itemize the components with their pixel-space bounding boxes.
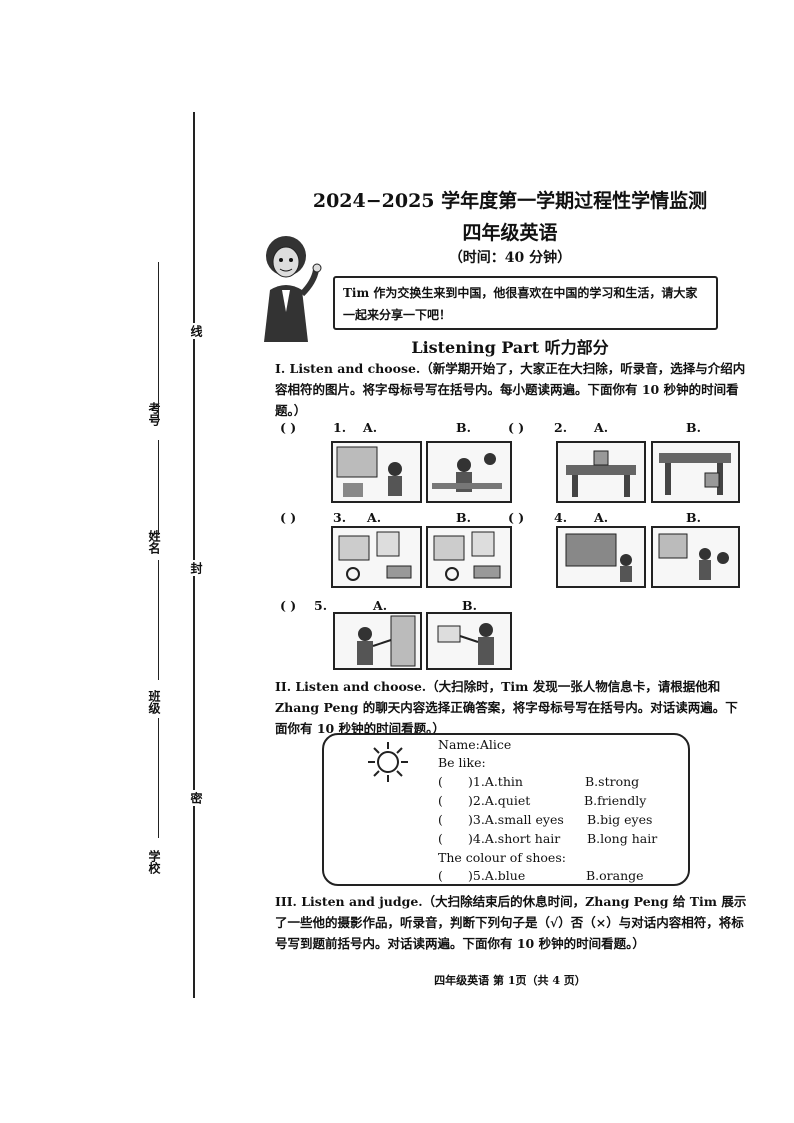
exam-no-label: 考号 <box>147 402 161 426</box>
q1-option-b-image[interactable] <box>426 441 512 503</box>
q2-option-b-image[interactable] <box>651 441 740 503</box>
q4-option-b-label: B. <box>686 510 701 525</box>
page-footer: 四年级英语 第 1页（共 4 页） <box>434 974 586 987</box>
card-item1-option-b: B.strong <box>585 774 640 789</box>
card-shoes-label: The colour of shoes: <box>438 850 566 865</box>
q3-number: 3. <box>333 510 347 525</box>
card-item4-paren[interactable]: ( <box>438 831 443 846</box>
card-item5-paren[interactable]: ( <box>438 868 443 883</box>
section1-instruction: I. Listen and choose.（新学期开始了，大家正在大扫除，听录音… <box>275 361 746 418</box>
card-item3-option-b: B.big eyes <box>587 812 653 827</box>
listening-part-title: Listening Part 听力部分 <box>411 338 609 357</box>
q5-option-a-image[interactable] <box>333 612 422 670</box>
name-field[interactable] <box>158 440 159 535</box>
teacher-illustration <box>264 236 322 342</box>
q4-answer-blank[interactable]: ( ) <box>508 510 525 525</box>
card-be-like: Be like: <box>438 755 486 770</box>
card-item4-option-a: )4.A.short hair <box>468 831 561 846</box>
q1-answer-blank[interactable]: ( ) <box>280 420 297 435</box>
q4-option-a-label: A. <box>594 510 609 525</box>
card-item2-option-b: B.friendly <box>584 793 647 808</box>
card-item4-option-b: B.long hair <box>587 831 658 846</box>
binding-char-line: 线 <box>188 323 205 339</box>
q3-option-b-label: B. <box>456 510 471 525</box>
school-field[interactable] <box>158 718 159 838</box>
card-item2-option-a: )2.A.quiet <box>468 793 531 808</box>
q2-option-a-image[interactable] <box>556 441 646 503</box>
card-item3-option-a: )3.A.small eyes <box>468 812 564 827</box>
q1-option-a-label: A. <box>363 420 378 435</box>
school-label: 学校 <box>147 850 161 874</box>
q3-option-a-image[interactable] <box>331 526 422 588</box>
section2-instruction: II. Listen and choose.（大扫除时，Tim 发现一张人物信息… <box>275 679 738 736</box>
card-item1-option-a: )1.A.thin <box>468 774 523 789</box>
q4-option-a-image[interactable] <box>556 526 646 588</box>
class-label: 班级 <box>147 690 161 714</box>
intro-speech-box: Tim 作为交换生来到中国，他很喜欢在中国的学习和生活，请大家一起来分享一下吧！ <box>333 276 718 330</box>
binding-line <box>193 112 195 998</box>
q2-option-b-label: B. <box>686 420 701 435</box>
page-subtitle: 四年级英语 <box>462 222 558 244</box>
card-item5-option-a: )5.A.blue <box>468 868 526 883</box>
q5-option-a-label: A. <box>373 598 388 613</box>
q5-option-b-label: B. <box>462 598 477 613</box>
binding-char-secret: 密 <box>188 790 205 806</box>
q2-option-a-label: A. <box>594 420 609 435</box>
q2-number: 2. <box>554 420 568 435</box>
section3-instruction: III. Listen and judge.（大扫除结束后的休息时间，Zhang… <box>275 894 747 951</box>
q3-option-b-image[interactable] <box>426 526 512 588</box>
q3-answer-blank[interactable]: ( ) <box>280 510 297 525</box>
q5-answer-blank[interactable]: ( ) <box>280 598 297 613</box>
sun-icon <box>368 742 408 782</box>
q4-number: 4. <box>554 510 568 525</box>
q1-number: 1. <box>333 420 347 435</box>
info-card <box>322 733 690 886</box>
card-item1-paren[interactable]: ( <box>438 774 443 789</box>
card-item3-paren[interactable]: ( <box>438 812 443 827</box>
q2-answer-blank[interactable]: ( ) <box>508 420 525 435</box>
q3-option-a-label: A. <box>367 510 382 525</box>
card-item2-paren[interactable]: ( <box>438 793 443 808</box>
exam-time: （时间：40 分钟） <box>448 250 572 266</box>
q1-option-b-label: B. <box>456 420 471 435</box>
class-field[interactable] <box>158 560 159 680</box>
card-name: Name:Alice <box>438 737 512 752</box>
q1-option-a-image[interactable] <box>331 441 422 503</box>
q5-number: 5. <box>314 598 328 613</box>
q5-option-b-image[interactable] <box>426 612 512 670</box>
exam-no-field[interactable] <box>158 262 159 422</box>
page-title: 2024−2025 学年度第一学期过程性学情监测 <box>312 190 708 212</box>
q4-option-b-image[interactable] <box>651 526 740 588</box>
card-item5-option-b: B.orange <box>586 868 644 883</box>
name-label: 姓名 <box>147 530 161 554</box>
binding-char-seal: 封 <box>188 560 205 576</box>
